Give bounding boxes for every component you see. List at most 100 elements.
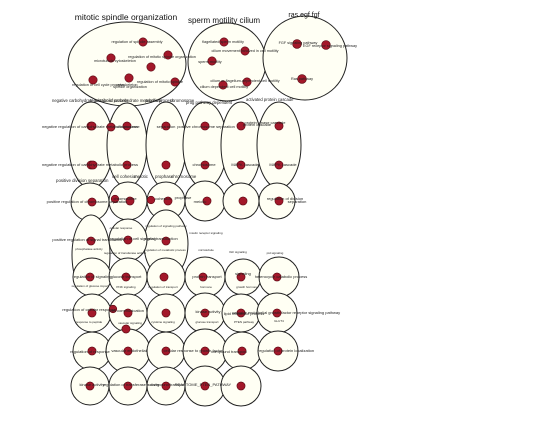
node-label: regulation of mitotic spindle organizati… [128, 55, 196, 59]
cluster-label: regulation of protein localization [258, 348, 314, 353]
cluster-label: cell communication [110, 308, 144, 313]
cluster-label: heterocycle catabolic process [255, 274, 307, 279]
node-label: cilium or flagellum-dependent cell motil… [210, 79, 279, 83]
node-label: EGF receptor signaling pathway [303, 44, 357, 48]
gene-set-node [236, 381, 246, 391]
tiny-label: cellular response [110, 226, 133, 230]
gene-set-node [159, 272, 169, 282]
gene-set-node [163, 50, 173, 60]
tiny-label: PTEN pathway [234, 320, 255, 324]
tiny-label: regulation of transport [148, 285, 177, 289]
row-header: positive division separation [56, 178, 109, 183]
gene-set-node [297, 74, 307, 84]
gene-set-node [240, 46, 250, 56]
gene-set-node [200, 346, 210, 356]
gene-set-node [146, 195, 156, 205]
gene-set-node [106, 122, 116, 132]
row-header: prophase [145, 98, 163, 103]
cluster-label: positive regulation of chromosome separa… [47, 199, 128, 204]
gene-set-node [123, 346, 133, 356]
gene-set-node [274, 196, 284, 206]
gene-set-node [121, 324, 131, 334]
row-header: meiotic [134, 174, 149, 179]
cluster-label: separation [288, 199, 307, 204]
cluster-label: MAPK cascade [231, 162, 259, 167]
cluster-label: protein kinase cascade [245, 120, 287, 125]
gene-set-node [170, 77, 180, 87]
node-label: cilium dependent cell motility [200, 85, 248, 89]
gene-set-node [200, 308, 210, 318]
row-header: activated protein cascade [246, 97, 294, 102]
tiny-label: IGF signaling [229, 250, 247, 254]
cluster-title-mitotic-spindle: mitotic spindle organization [75, 12, 178, 22]
gene-set-node [273, 346, 283, 356]
gene-set-node [274, 121, 284, 131]
node-label: cytoskeleton [116, 83, 137, 87]
gene-set-node [236, 121, 246, 131]
cluster-title-ras-egf: ras egf fgf [288, 12, 319, 19]
cluster-label: regulation of cell signaling [110, 236, 156, 241]
gene-set-node [87, 308, 97, 318]
tiny-label: insulin receptor signaling [189, 231, 222, 235]
cluster-label: regulation of division [267, 196, 303, 201]
gene-set-node [198, 272, 208, 282]
gene-set-node [88, 160, 98, 170]
gene-set-node [87, 121, 97, 131]
cluster-label: kinase activity [196, 309, 221, 314]
gene-set-node [238, 196, 248, 206]
cluster-label: positive chromosome separation [177, 124, 235, 129]
cluster-label: meiotic [194, 199, 207, 204]
cluster-label: regulation of response [70, 349, 110, 354]
row-header: prog pathway dependent [186, 100, 233, 105]
gene-set-node [161, 121, 171, 131]
gene-set-node [236, 160, 246, 170]
gene-set-node [272, 272, 282, 282]
gene-set-node [161, 308, 171, 318]
node-label: microtubule cytoskeleton [94, 59, 136, 63]
gene-set-node [122, 121, 132, 131]
cluster-label: chromosome [192, 162, 216, 167]
cluster-label: cellular response to growth factor [164, 348, 224, 353]
gene-set-node [124, 73, 134, 83]
gene-set-node [88, 75, 98, 85]
gene-set-node [108, 304, 118, 314]
row-header: chromosome [171, 174, 197, 179]
tiny-label: pid signaling [267, 251, 284, 255]
gene-set-node [236, 272, 246, 282]
cluster-label: regulation of transferase activity [103, 382, 159, 387]
gene-set-node [200, 160, 210, 170]
node-label: regulation of cell cycle process [72, 83, 124, 87]
small-cluster [256, 101, 302, 189]
cluster-label: chromosome [116, 124, 140, 129]
gene-set-node [207, 56, 217, 66]
gene-set-node [123, 381, 133, 391]
cluster-label: signal transduction [144, 236, 177, 241]
node-label: regulation of spindle assembly [111, 40, 162, 44]
row-header: prophase [155, 174, 174, 179]
cluster-label: cohesion [155, 196, 171, 201]
gene-set-node [110, 194, 120, 204]
gene-set-node [272, 308, 282, 318]
node-label: flagellated sperm motility [202, 40, 244, 44]
gene-set-node [85, 272, 95, 282]
gene-set-node [321, 40, 331, 50]
gene-set-node [161, 160, 171, 170]
cluster-label: regulation of cellular response [62, 307, 116, 312]
gene-set-node [125, 196, 135, 206]
gene-set-node [161, 236, 171, 246]
cluster-label: vascular endothelial growth factor recep… [232, 310, 340, 315]
cluster-label: signaling [235, 271, 251, 276]
tiny-label: phosphatase activity [75, 247, 103, 251]
gene-set-node [138, 37, 148, 47]
cluster-label: lipid metabolic process [224, 311, 264, 316]
cluster-label: kinase activity [80, 382, 105, 387]
gene-set-node [106, 53, 116, 63]
gene-set-node [202, 196, 212, 206]
row-header: cell [112, 174, 119, 179]
cluster-label: chromosome [113, 196, 137, 201]
gene-set-node [85, 381, 95, 391]
tiny-label: glucose transport [195, 320, 218, 324]
tiny-label: regulation of signaling pathway [145, 224, 187, 228]
cluster-label: compound transport [150, 382, 186, 387]
